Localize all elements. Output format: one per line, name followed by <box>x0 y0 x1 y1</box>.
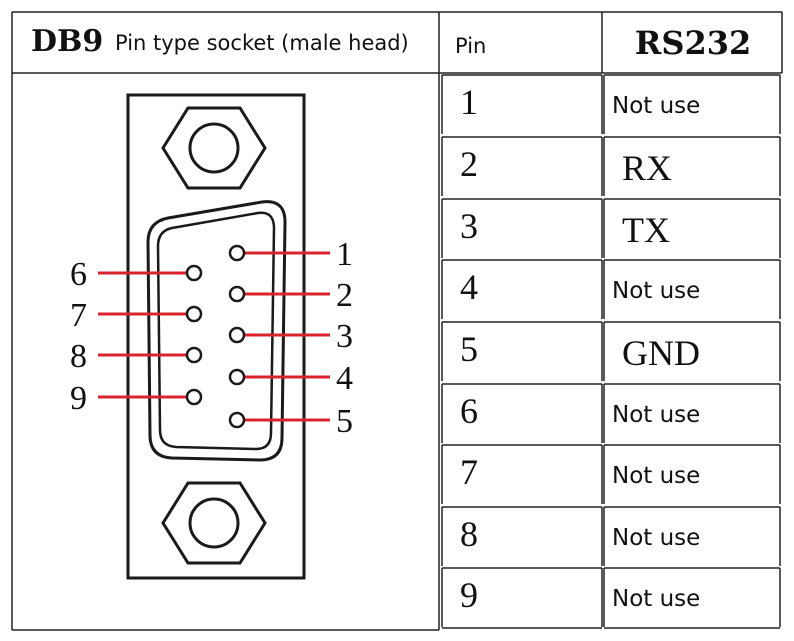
pin-function-cell: Not use <box>612 525 701 551</box>
pin-hole <box>185 346 203 364</box>
pin-hole <box>228 368 246 386</box>
pin-function-cell: TX <box>622 210 670 250</box>
top-mounting-nut <box>161 106 267 190</box>
pin-number-cell: 8 <box>460 514 478 554</box>
pin-function-cell: RX <box>622 148 673 188</box>
pin-function-cell: Not use <box>612 586 701 612</box>
d-shell-outer <box>146 200 287 462</box>
protocol-column-header: RS232 <box>634 24 752 62</box>
pin-function-cell: Not use <box>612 93 701 119</box>
pin-number-cell: 4 <box>460 267 478 307</box>
pin-number-cell: 3 <box>460 206 478 246</box>
pin-function-cell: Not use <box>612 463 701 489</box>
pin-label: 8 <box>70 338 87 375</box>
pin-label: 9 <box>70 380 87 417</box>
connector-title: DB9 <box>31 24 104 59</box>
connector-description: Pin type socket (male head) <box>115 31 409 55</box>
pin-number-cell: 2 <box>460 144 478 184</box>
pin-function-cell: GND <box>622 333 700 373</box>
pin-function-cell: Not use <box>612 402 701 428</box>
pin-label: 1 <box>336 236 353 273</box>
pin-label: 6 <box>70 256 87 293</box>
pin-function-cell: Not use <box>612 278 701 304</box>
pin-number-cell: 6 <box>460 391 478 431</box>
pin-label: 3 <box>336 318 353 355</box>
pin-hole <box>185 305 203 323</box>
pin-label: 7 <box>70 297 87 334</box>
d-shell-inner <box>156 211 276 451</box>
pin-number-cell: 5 <box>460 329 478 369</box>
pin-hole <box>185 388 203 406</box>
pin-hole <box>228 285 246 303</box>
db9-connector-diagram: 1 2 3 4 5 6 7 8 9 <box>70 93 353 580</box>
pin-column-header: Pin <box>455 34 487 58</box>
pin-number-cell: 7 <box>460 452 478 492</box>
bottom-mounting-nut <box>161 481 267 565</box>
pin-hole <box>185 264 203 282</box>
pin-label: 2 <box>336 277 353 314</box>
pin-number-cell: 9 <box>460 575 478 615</box>
pin-label: 4 <box>336 360 353 397</box>
pin-label: 5 <box>336 403 353 440</box>
pin-hole <box>228 244 246 262</box>
pin-hole <box>228 326 246 344</box>
pin-hole <box>228 411 246 429</box>
pin-number-cell: 1 <box>460 82 478 122</box>
